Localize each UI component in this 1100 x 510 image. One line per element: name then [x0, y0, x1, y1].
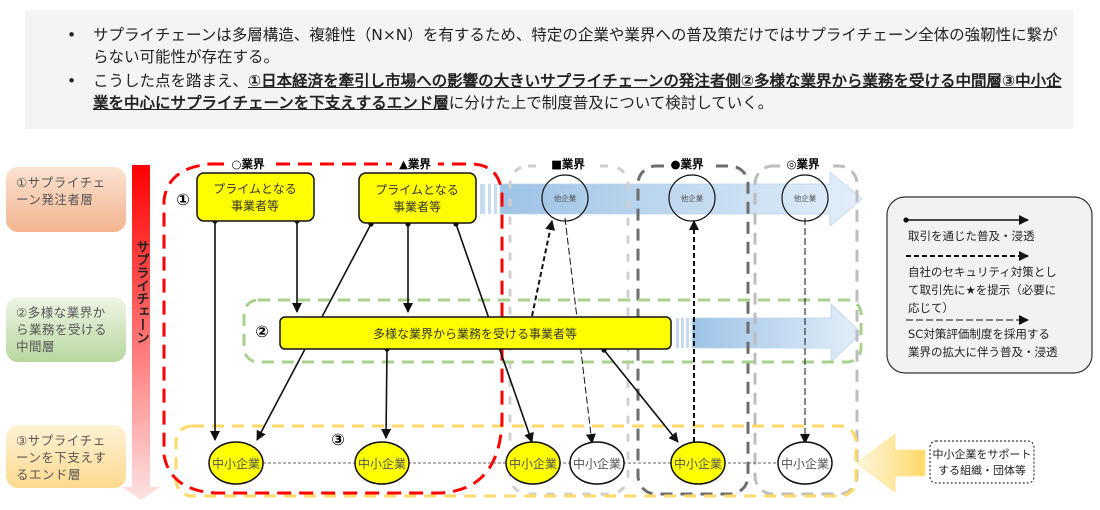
- supply-chain-arrow-label: サプライチェーン: [134, 240, 150, 344]
- svg-text:多様な業界から業務を受ける事業者等: 多様な業界から業務を受ける事業者等: [373, 327, 577, 341]
- other-company-node-double-circle: 他企業: [781, 174, 829, 222]
- industry-label-circle: ○業界: [231, 157, 265, 171]
- summary-text-2-emphasis: ①日本経済を牽引し市場への影響の大きいサプライチェーンの発注者側②多様な業界から…: [93, 72, 1062, 112]
- summary-box: • サプライチェーンは多層構造、複雑性（N×N）を有するため、特定の企業や業界へ…: [25, 10, 1073, 129]
- group-marker-3: ③: [331, 430, 345, 449]
- summary-text-2-prefix: こうした点を踏まえ、: [93, 72, 249, 90]
- middle-company-node: 多様な業界から業務を受ける事業者等: [279, 316, 672, 350]
- support-arrow: [856, 433, 926, 493]
- svg-text:業界の拡大に伴う普及・浸透: 業界の拡大に伴う普及・浸透: [908, 345, 1058, 359]
- layer-label-orderer: ①サプライチェーン発注者層: [6, 167, 126, 232]
- svg-text:中小企業: 中小企業: [509, 456, 557, 471]
- bullet-marker: •: [67, 26, 77, 44]
- other-company-node-filled-circle: 他企業: [668, 174, 716, 222]
- sme-node-2: 中小企業: [354, 441, 410, 485]
- summary-bullet-2: • こうした点を踏まえ、①日本経済を牽引し市場への影響の大きいサプライチェーンの…: [53, 70, 1073, 114]
- industry-label-double-circle: ◎業界: [786, 157, 820, 171]
- legend-item-dashed-bold: 自社のセキュリティ対策とし て取引先に★を提示（必要に 応じて）: [906, 251, 1057, 315]
- arrow-middle-to-other-square: [531, 220, 556, 317]
- svg-text:する組織・団体等: する組織・団体等: [938, 463, 1026, 477]
- svg-text:SC対策評価制度を採用する: SC対策評価制度を採用する: [908, 327, 1050, 341]
- prime-company-node-1: プライムとなる 事業者等: [196, 172, 315, 222]
- sme-node-1: 中小企業: [208, 441, 264, 485]
- layer-label-end: ③サプライチェーンを下支えするエンド層: [6, 425, 126, 488]
- svg-text:他企業: 他企業: [554, 193, 577, 203]
- group-marker-1: ①: [176, 190, 190, 209]
- svg-text:て取引先に★を提示（必要に: て取引先に★を提示（必要に: [908, 283, 1056, 297]
- svg-text:事業者等: 事業者等: [393, 200, 441, 214]
- svg-text:中小企業: 中小企業: [358, 456, 406, 471]
- svg-text:自社のセキュリティ対策とし: 自社のセキュリティ対策とし: [908, 265, 1057, 279]
- summary-text-1: サプライチェーンは多層構造、複雑性（N×N）を有するため、特定の企業や業界への普…: [93, 26, 1058, 66]
- industry-spread-arrow-top: [480, 171, 863, 227]
- summary-bullet-1: • サプライチェーンは多層構造、複雑性（N×N）を有するため、特定の企業や業界へ…: [53, 24, 1073, 68]
- industry-label-square: ■業界: [551, 157, 585, 171]
- orderer-group: [162, 162, 504, 495]
- group-marker-2: ②: [255, 322, 269, 341]
- industry-label-triangle: ▲業界: [399, 157, 431, 171]
- legend-item-solid: 取引を通じた普及・浸透: [903, 215, 1035, 243]
- svg-text:プライムとなる: プライムとなる: [213, 182, 296, 196]
- industry-group-double-circle: [753, 164, 859, 496]
- arrow-middle-to-sme5: [601, 347, 679, 443]
- bullet-marker: •: [67, 72, 77, 90]
- legend: 取引を通じた普及・浸透 自社のセキュリティ対策とし て取引先に★を提示（必要に …: [886, 196, 1093, 374]
- other-company-node-square: 他企業: [541, 174, 589, 222]
- industry-spread-arrow-middle: [676, 303, 862, 363]
- svg-text:他企業: 他企業: [794, 193, 817, 203]
- support-org-box: 中小企業をサポート する組織・団体等: [929, 440, 1035, 484]
- sme-node-6: 中小企業: [777, 441, 833, 485]
- svg-text:中小企業: 中小企業: [781, 456, 829, 471]
- arrow-middle-to-sme2: [381, 346, 392, 439]
- svg-text:他企業: 他企業: [681, 193, 704, 203]
- svg-text:取引を通じた普及・浸透: 取引を通じた普及・浸透: [908, 229, 1035, 243]
- svg-text:プライムとなる: プライムとなる: [375, 183, 458, 197]
- middle-layer-group: [242, 298, 863, 364]
- legend-item-dashed-thin: SC対策評価制度を採用する 業界の拡大に伴う普及・浸透: [906, 315, 1058, 359]
- svg-text:中小企業: 中小企業: [674, 456, 722, 471]
- svg-text:中小企業: 中小企業: [573, 456, 621, 471]
- sme-node-4: 中小企業: [569, 441, 625, 485]
- svg-text:事業者等: 事業者等: [231, 199, 279, 213]
- summary-text-2-suffix: に分けた上で制度普及について検討していく。: [448, 94, 774, 112]
- svg-text:中小企業をサポート: 中小企業をサポート: [933, 447, 1032, 461]
- svg-text:応じて）: 応じて）: [908, 301, 954, 315]
- sme-node-5: 中小企業: [670, 441, 726, 485]
- sme-node-3: 中小企業: [505, 441, 561, 485]
- layer-label-middle: ②多様な業界から業務を受ける中間層: [6, 297, 126, 362]
- industry-label-filled-circle: ●業界: [670, 157, 704, 171]
- svg-text:中小企業: 中小企業: [212, 456, 260, 471]
- prime-company-node-2: プライムとなる 事業者等: [358, 172, 477, 224]
- supply-chain-arrow: サプライチェーン: [122, 165, 160, 500]
